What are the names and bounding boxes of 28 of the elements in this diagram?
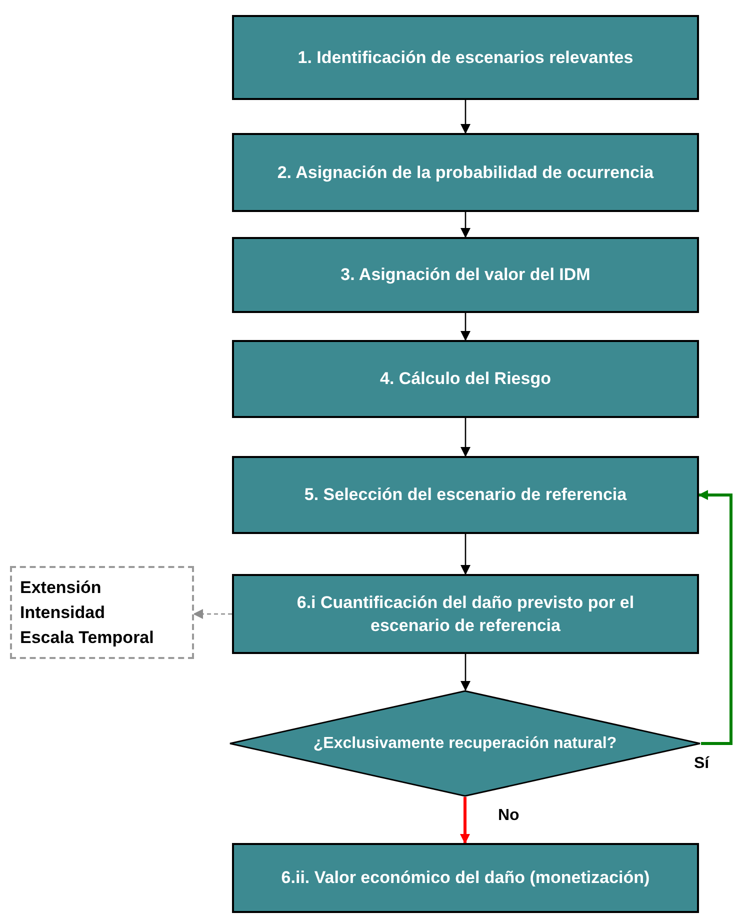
step-text: 2. Asignación de la probabilidad de ocurrencia <box>277 162 654 184</box>
note-text: Intensidad <box>20 602 106 624</box>
step-text: 6.ii. Valor económico del daño (monetización) <box>281 867 650 890</box>
step-text: 3. Asignación del valor del IDM <box>340 264 590 286</box>
note-text: Escala Temporal <box>20 627 155 648</box>
decision-text: ¿Exclusivamente recuperación natural? <box>313 734 617 754</box>
step-text: 4. Cálculo del Riesgo <box>380 368 551 390</box>
arrow <box>460 313 470 341</box>
process-box <box>232 456 699 534</box>
arrow <box>193 609 232 619</box>
arrow <box>460 100 470 134</box>
arrow <box>460 797 470 844</box>
step-text: 1. Identificación de escenarios relevantes <box>298 46 634 69</box>
step-text: 5. Selección del escenario de referencia <box>304 484 627 506</box>
arrow <box>460 534 470 575</box>
arrow <box>460 654 470 691</box>
arrow <box>698 490 732 745</box>
process-box <box>232 237 699 313</box>
process-box <box>232 843 699 913</box>
arrow <box>460 212 470 238</box>
process-box <box>232 133 699 212</box>
process-box <box>232 340 699 418</box>
arrow <box>460 418 470 457</box>
process-box <box>232 15 699 100</box>
note-text: Extensión <box>20 576 102 598</box>
note-box <box>10 566 194 659</box>
process-box <box>232 574 699 654</box>
step-text: 6.i Cuantificación del daño previsto por el escenario de referencia <box>296 592 636 637</box>
